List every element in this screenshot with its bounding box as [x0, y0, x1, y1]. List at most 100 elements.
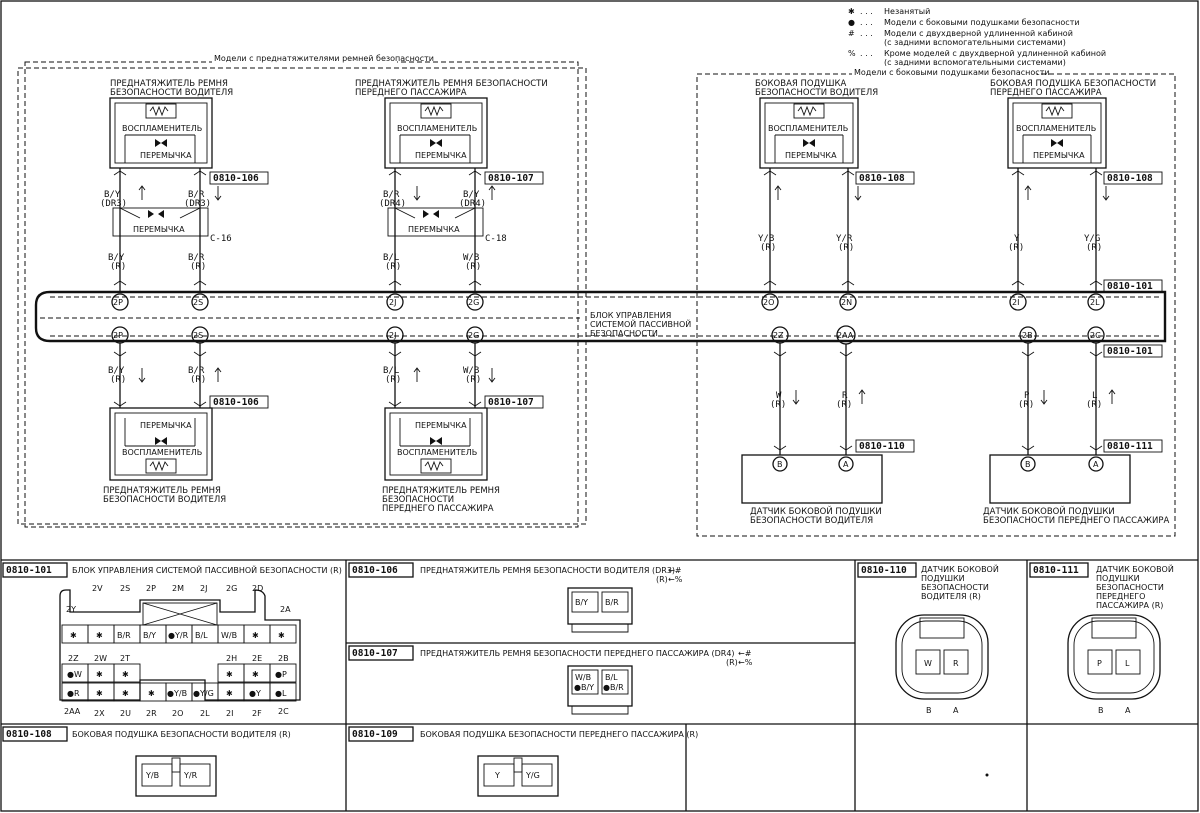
wire-label: W/B — [463, 253, 479, 263]
panel-title: ВОДИТЕЛЯ (R) — [921, 592, 981, 601]
pin-cell: L — [1125, 659, 1130, 668]
pin-cell: ✱ — [252, 670, 259, 679]
panel-note: (R) — [726, 658, 738, 667]
passenger-sensor-title-1: ДАТЧИК БОКОВОЙ ПОДУШКИ — [983, 505, 1115, 517]
panel-title: БЕЗОПАСНОСТИ — [921, 583, 989, 592]
terminal-label: 2Z — [773, 331, 784, 340]
panel-code: 0810-101 — [6, 565, 52, 576]
panel-title: ПРЕДНАТЯЖИТЕЛЬ РЕМНЯ БЕЗОПАСНОСТИ ВОДИТЕ… — [420, 566, 675, 575]
pinout-row-2: ●W ✱ ✱ ✱ ✱ ●P — [61, 663, 297, 683]
passenger-sensor-title-2: БЕЗОПАСНОСТИ ПЕРЕДНЕГО ПАССАЖИРА — [983, 516, 1170, 526]
wire-label: B/R — [188, 253, 205, 263]
panel-title: ПОДУШКИ — [1096, 574, 1140, 583]
connector-0810-106-top: 0810-106 — [213, 173, 259, 184]
connector-0810-107-bottom: 0810-107 — [488, 397, 534, 408]
jumper-label: ПЕРЕМЫЧКА — [1033, 151, 1085, 160]
pinout-mid-labels: 2Z 2W 2T 2H 2E 2B — [68, 654, 289, 663]
wire-label: (DR3) — [100, 199, 127, 209]
pin-label: B — [1025, 460, 1031, 469]
pin-top-label: 2G — [226, 584, 237, 593]
pin-mid-label: 2W — [94, 654, 107, 663]
pin-cell: ✱ — [122, 670, 129, 679]
pin-cell: ✱ — [252, 631, 259, 640]
legend-text-4: (с задними вспомогательными системами) — [884, 38, 1066, 47]
wire-label: P — [1024, 391, 1030, 401]
dot-mark — [985, 773, 989, 777]
legend-symbol-1: ✱ — [848, 7, 855, 16]
legend-symbol-2: ● — [848, 18, 855, 27]
driver-pretensioner-top-title-2: БЕЗОПАСНОСТИ ВОДИТЕЛЯ — [110, 88, 233, 98]
connector-c18: C-18 — [485, 234, 507, 244]
wire-label: B/R — [188, 366, 205, 376]
pin-cell: ✱ — [278, 631, 285, 640]
wire-label: (R) — [770, 400, 786, 410]
panel-title: БОКОВАЯ ПОДУШКА БЕЗОПАСНОСТИ ВОДИТЕЛЯ (R… — [72, 730, 291, 739]
wire-label: (R) — [385, 375, 401, 385]
passenger-pretensioner-top-title-2: ПЕРЕДНЕГО ПАССАЖИРА — [355, 88, 467, 98]
pinout-bottom-labels: 2AA 2X 2U 2R 2O 2L 2I 2F 2C — [64, 707, 289, 718]
pin-cell: B/Y — [143, 631, 156, 640]
jumper-label: ПЕРЕМЫЧКА — [785, 151, 837, 160]
pin-cell: B/L — [195, 631, 208, 640]
pin-cell: P — [1097, 659, 1102, 668]
connector-0810-101-upper: 0810-101 — [1107, 281, 1153, 292]
pin-cell: ●L — [275, 689, 287, 698]
pin-cell: B/R — [605, 598, 619, 607]
panel-title: ДАТЧИК БОКОВОЙ — [1096, 563, 1174, 574]
pin-cell: ✱ — [226, 689, 233, 698]
pin-bottom-label: 2L — [200, 709, 210, 718]
connector-0810-110: 0810-110 — [859, 441, 905, 452]
pin-mid-label: 2H — [226, 654, 237, 663]
pin-mid-label: 2B — [278, 654, 289, 663]
wire-label: B/Y — [108, 366, 125, 376]
panel-title: БЕЗОПАСНОСТИ — [1096, 583, 1164, 592]
terminal-label: 2I — [1012, 298, 1019, 307]
bottom-wires — [113, 343, 1116, 455]
pin-cell: ●W — [67, 670, 82, 679]
panel-0810-109: 0810-109 БОКОВАЯ ПОДУШКА БЕЗОПАСНОСТИ ПЕ… — [348, 726, 698, 797]
pin-cell: ✱ — [226, 670, 233, 679]
pin-top-label: 2J — [200, 584, 207, 593]
pin-bottom-label: 2R — [146, 709, 157, 718]
panel-0810-111: 0810-111 ДАТЧИК БОКОВОЙ ПОДУШКИ БЕЗОПАСН… — [1029, 562, 1174, 715]
panel-title: ПРЕДНАТЯЖИТЕЛЬ РЕМНЯ БЕЗОПАСНОСТИ ПЕРЕДН… — [420, 649, 735, 658]
wire-label: Y — [1014, 234, 1020, 244]
pin-cell: B/L — [605, 673, 618, 682]
wire-label: (R) — [836, 400, 852, 410]
wire-label: (R) — [190, 375, 206, 385]
legend-text-5: Кроме моделей с двухдверной удлиненной к… — [884, 49, 1106, 58]
svg-text:. . .: . . . — [860, 18, 873, 27]
wire-label: (R) — [1086, 400, 1102, 410]
igniter-label: ВОСПЛАМЕНИТЕЛЬ — [768, 124, 848, 133]
wire-label: (R) — [465, 262, 481, 272]
terminal-label: 2G — [468, 331, 479, 340]
pin-cell: ✱ — [70, 631, 77, 640]
pin-label: A — [953, 706, 959, 715]
wire-label: (R) — [838, 243, 854, 253]
legend-text-6: (с задними вспомогательными системами) — [884, 58, 1066, 67]
pin-cell: ●Y/G — [193, 689, 214, 698]
pin-label: A — [1125, 706, 1131, 715]
wire-label: W — [776, 391, 782, 401]
wire-label: (R) — [465, 375, 481, 385]
igniter-label: ВОСПЛАМЕНИТЕЛЬ — [397, 448, 477, 457]
passenger-pretensioner-bottom-title-1: ПРЕДНАТЯЖИТЕЛЬ РЕМНЯ — [382, 486, 500, 496]
pin-cell: ●P — [275, 670, 287, 679]
connector-0810-106-bottom: 0810-106 — [213, 397, 259, 408]
pin-cell: B/R — [117, 631, 131, 640]
driver-pretensioner-bottom-title-1: ПРЕДНАТЯЖИТЕЛЬ РЕМНЯ — [103, 486, 221, 496]
panel-note: (R) — [656, 575, 668, 584]
connector-table — [1, 559, 1198, 811]
top-wire-labels: B/Y (DR3) B/R (DR3) B/R (DR4) B/Y (DR4) … — [100, 190, 1102, 272]
wire-label: (R) — [760, 243, 776, 253]
terminals-top: 2P 2S 2J 2G 2O 2N 2I 2L — [111, 293, 1105, 311]
svg-text:. . .: . . . — [860, 29, 873, 38]
pinout-grid: 2V 2S 2P 2M 2J 2G 2D 2Y 2A — [66, 584, 291, 614]
jumper-label: ПЕРЕМЫЧКА — [140, 421, 192, 430]
side-airbag-group-frame — [696, 73, 1176, 537]
panel-title: ДАТЧИК БОКОВОЙ — [921, 563, 999, 574]
driver-sensor-title-2: БЕЗОПАСНОСТИ ВОДИТЕЛЯ — [750, 516, 873, 526]
terminal-label: 2G — [468, 298, 479, 307]
control-unit-label-1: БЛОК УПРАВЛЕНИЯ — [590, 311, 671, 320]
igniter-label: ВОСПЛАМЕНИТЕЛЬ — [1016, 124, 1096, 133]
